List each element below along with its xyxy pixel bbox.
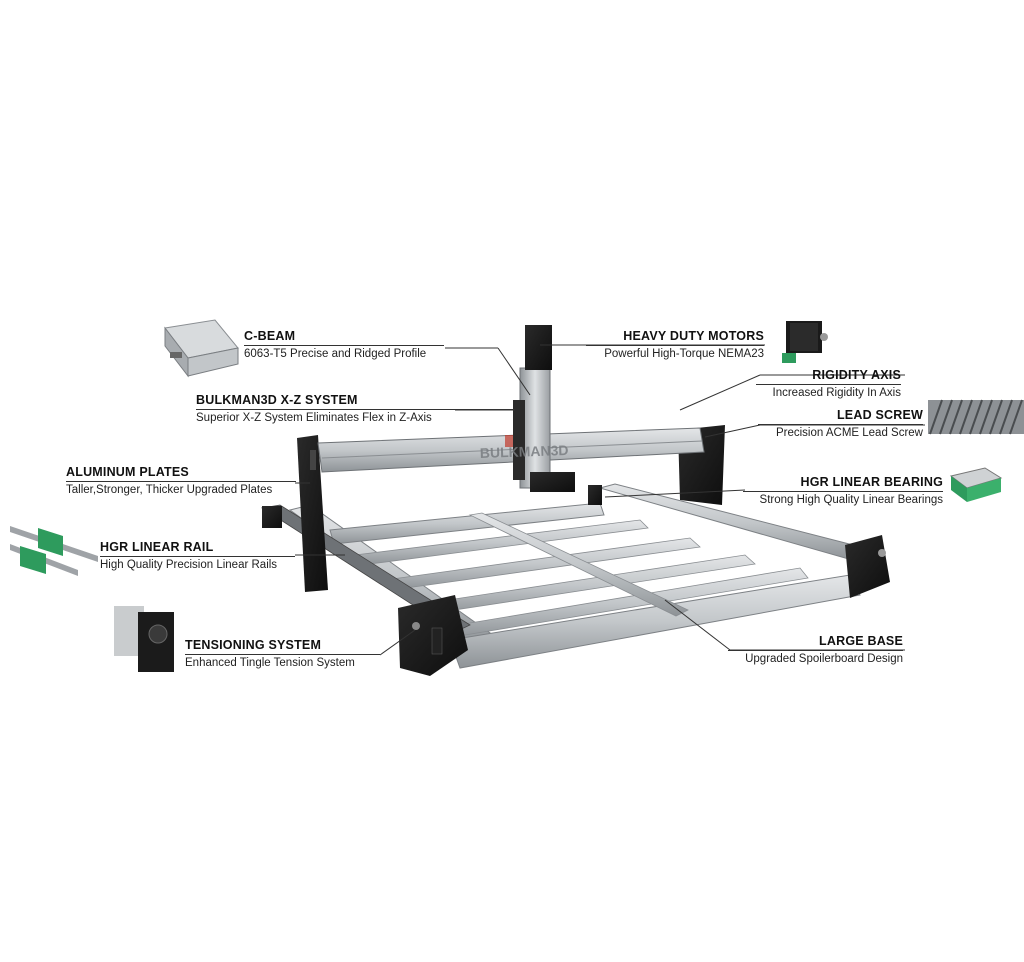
callout-tensioning-system: TENSIONING SYSTEM Enhanced Tingle Tensio… <box>185 638 380 671</box>
hgr-linear-bearing-title: HGR LINEAR BEARING <box>800 475 943 489</box>
aluminum-plates-title: ALUMINUM PLATES <box>66 465 189 479</box>
xz-system-desc: Superior X-Z System Eliminates Flex in Z… <box>196 412 432 424</box>
linear-bearing-thumbnail <box>949 467 1003 502</box>
callout-hgr-linear-bearing: HGR LINEAR BEARING Strong High Quality L… <box>743 475 943 508</box>
divider <box>756 384 901 385</box>
left-gantry-plate <box>297 435 328 592</box>
base-mid-rail <box>468 512 689 617</box>
c-beam-title: C-BEAM <box>244 329 296 343</box>
divider <box>66 481 296 482</box>
callout-lead-screw: LEAD SCREW Precision ACME Lead Screw <box>758 408 923 441</box>
heavy-duty-motors-title: HEAVY DUTY MOTORS <box>623 329 764 343</box>
linear-rail-thumbnail <box>10 526 98 576</box>
callout-large-base: LARGE BASE Upgraded Spoilerboard Design <box>728 634 903 667</box>
hgr-linear-rail-desc: High Quality Precision Linear Rails <box>100 559 278 571</box>
divider <box>185 654 380 655</box>
hgr-linear-rail-title: HGR LINEAR RAIL <box>100 540 214 554</box>
heavy-duty-motors-desc: Powerful High-Torque NEMA23 <box>604 348 764 360</box>
divider <box>743 491 943 492</box>
lead-screw-title: LEAD SCREW <box>836 408 923 422</box>
divider <box>244 345 444 346</box>
c-beam-desc: 6063-T5 Precise and Ridged Profile <box>244 348 427 360</box>
divider <box>196 409 514 410</box>
lead-screw-desc: Precision ACME Lead Screw <box>775 427 923 439</box>
callout-xz-system: BULKMAN3D X-Z SYSTEM Superior X-Z System… <box>196 393 514 426</box>
rigidity-axis-desc: Increased Rigidity In Axis <box>772 387 901 399</box>
spindle-mount <box>530 472 575 492</box>
callout-hgr-linear-rail: HGR LINEAR RAIL High Quality Precision L… <box>100 540 295 573</box>
divider <box>758 424 923 425</box>
tensioning-system-title: TENSIONING SYSTEM <box>185 638 322 652</box>
callout-aluminum-plates: ALUMINUM PLATES Taller,Stronger, Thicker… <box>66 465 296 498</box>
divider <box>728 650 903 651</box>
tensioning-system-desc: Enhanced Tingle Tension System <box>185 657 355 669</box>
rigidity-axis-title: RIGIDITY AXIS <box>812 368 901 382</box>
large-base-title: LARGE BASE <box>819 634 903 648</box>
aluminum-plates-desc: Taller,Stronger, Thicker Upgraded Plates <box>66 484 273 496</box>
callout-rigidity-axis: RIGIDITY AXIS Increased Rigidity In Axis <box>756 368 901 401</box>
callout-heavy-duty-motors: HEAVY DUTY MOTORS Powerful High-Torque N… <box>586 329 764 362</box>
motor-thumbnail <box>782 321 828 363</box>
z-motor <box>525 325 552 370</box>
hgr-linear-bearing-desc: Strong High Quality Linear Bearings <box>759 494 943 506</box>
large-base-desc: Upgraded Spoilerboard Design <box>745 653 903 665</box>
callout-c-beam: C-BEAM 6063-T5 Precise and Ridged Profil… <box>244 329 444 362</box>
front-right-plate <box>845 535 890 598</box>
divider <box>100 556 295 557</box>
lead-screw-thumbnail <box>928 399 1024 435</box>
gantry-brand-text: BULKMAN3D <box>480 442 569 461</box>
base-front-rail <box>449 574 861 669</box>
xz-system-title: BULKMAN3D X-Z SYSTEM <box>196 393 358 407</box>
divider <box>586 345 764 346</box>
c-beam-thumbnail <box>164 319 239 378</box>
tensioning-thumbnail <box>114 606 174 672</box>
